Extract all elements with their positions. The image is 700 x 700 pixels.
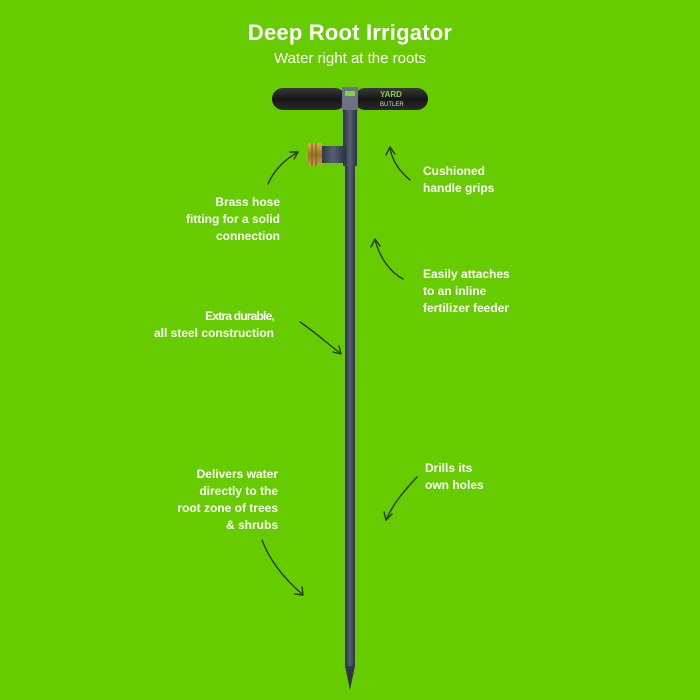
callout-line: all steel construction (153, 326, 274, 340)
logo-bottom: BUTLER (380, 102, 404, 108)
callout-cushioned-grips: Cushioned handle grips (423, 163, 494, 197)
callout-easily-attaches: Easily attaches to an inline fertilizer … (423, 266, 510, 317)
handle-band (345, 91, 355, 96)
arrow-cushioned (385, 146, 411, 181)
callout-line: handle grips (423, 181, 495, 195)
callout-line: fertilizer feeder (423, 301, 510, 315)
logo-top: YARD (380, 90, 402, 99)
callout-line: Brass hose (215, 195, 280, 209)
callout-line: & shrubs (225, 518, 278, 532)
handle-collar (342, 87, 358, 111)
callout-line: directly to the (199, 484, 278, 498)
arrow-brass-hose (267, 151, 299, 185)
callout-brass-hose: Brass hose fitting for a solid connectio… (140, 194, 280, 245)
callout-delivers-water: Delivers water directly to the root zone… (140, 466, 278, 534)
callout-line: root zone of trees (177, 501, 278, 515)
callout-drills-holes: Drills its own holes (425, 460, 484, 494)
callout-line: own holes (425, 478, 484, 492)
left-grip (272, 88, 346, 110)
side-inlet (320, 146, 346, 163)
arrow-attaches (370, 238, 404, 280)
drill-tip (345, 666, 355, 690)
callout-line: Drills its (425, 461, 473, 475)
right-grip (354, 88, 428, 110)
page-subtitle: Water right at the roots (273, 50, 426, 67)
arrow-delivers (261, 539, 304, 596)
callout-line: connection (215, 229, 280, 243)
arrow-drills (383, 476, 418, 521)
upper-tube (343, 110, 357, 166)
callout-line: Extra durable, (205, 309, 275, 323)
callout-line: to an inline (423, 284, 487, 298)
yard-butler-logo: YARD BUTLER (380, 90, 404, 108)
steel-shaft (345, 166, 355, 666)
arrow-durable (299, 321, 342, 355)
callout-line: Cushioned (423, 164, 485, 178)
callout-line: Easily attaches (423, 267, 510, 281)
callout-line: fitting for a solid (186, 212, 280, 226)
brass-hose-fitting (308, 143, 322, 166)
page-title: Deep Root Irrigator (247, 20, 453, 45)
callout-line: Delivers water (196, 467, 278, 481)
callout-extra-durable: Extra durable, all steel construction (130, 308, 275, 342)
